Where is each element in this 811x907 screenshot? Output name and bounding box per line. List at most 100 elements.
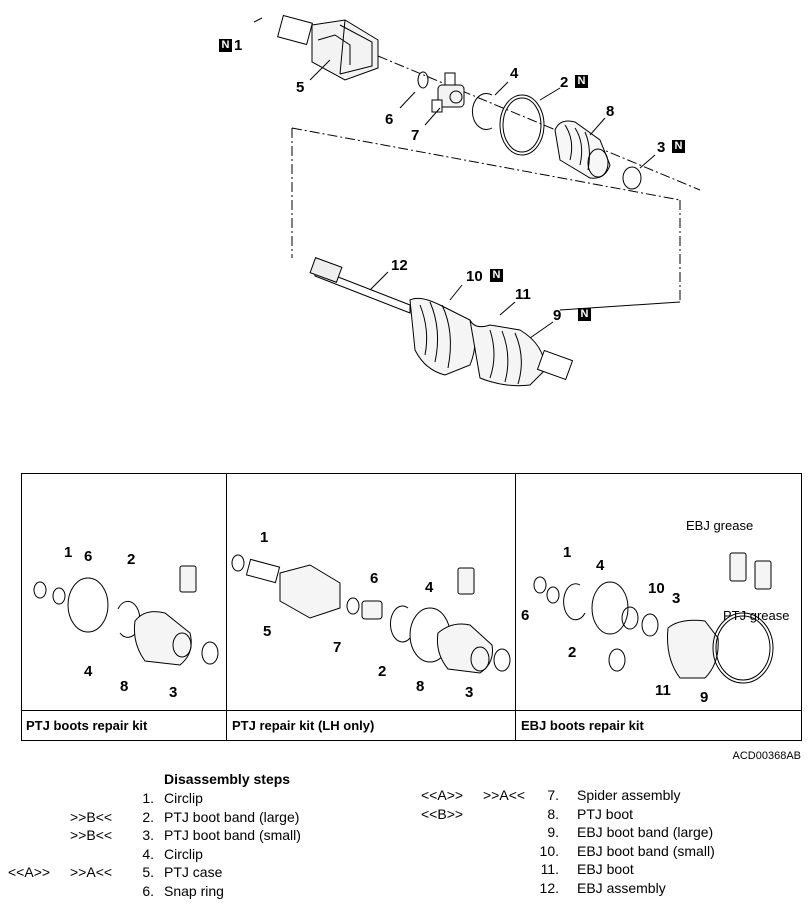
step-marker-1: <<A>>: [8, 864, 51, 880]
kit-parts-drawings: [33, 552, 774, 684]
step-number: 4.: [142, 845, 154, 862]
label-8: 8: [606, 103, 615, 120]
step-text: PTJ boot band (large): [164, 808, 300, 825]
new-part-mark: N: [575, 75, 588, 88]
label-6: 6: [385, 111, 394, 128]
step-number: 8.: [547, 805, 559, 822]
new-part-mark: N: [490, 269, 503, 282]
label-5: 5: [296, 79, 305, 96]
step-text: Spider assembly: [577, 787, 681, 803]
kit2-label-6: 6: [370, 570, 379, 587]
kit2-label-1: 1: [260, 529, 269, 546]
kit3-label-3: 3: [672, 590, 681, 607]
step-text: PTJ boot band (small): [164, 827, 301, 843]
repair-kit-table: [21, 473, 802, 741]
figure-code: ACD00368AB: [732, 750, 802, 762]
kit2-label-4: 4: [425, 579, 434, 596]
kit2-label-5: 5: [263, 623, 272, 640]
step-text: EBJ assembly: [577, 879, 666, 896]
new-part-mark: N: [578, 308, 591, 321]
step-row: 1. Circlip: [8, 790, 328, 806]
kit-label-ptj-repair: PTJ repair kit (LH only): [232, 718, 375, 733]
label-3: 3: [657, 139, 666, 156]
divider: [21, 710, 802, 711]
kit3-label-1: 1: [563, 544, 572, 561]
kit-label-ptj-boots: PTJ boots repair kit: [26, 718, 148, 733]
label-7: 7: [411, 127, 420, 144]
step-row: 9. EBJ boot band (large): [421, 824, 801, 840]
kit1-label-3: 3: [169, 684, 178, 701]
step-number: 5.: [142, 864, 154, 880]
step-text: PTJ boot: [577, 805, 634, 822]
step-row: <<A>> >>A<< 7. Spider assembly: [421, 787, 801, 803]
kit2-label-8: 8: [416, 678, 425, 695]
kit2-label-2: 2: [378, 663, 387, 680]
step-row: 12. EBJ assembly: [421, 880, 801, 896]
kit3-label-2: 2: [568, 644, 577, 661]
step-number: 1.: [142, 790, 154, 806]
label-9: 9: [553, 307, 562, 324]
band-large-drawing: [499, 94, 545, 156]
ebj-assembly-drawing: [309, 257, 574, 387]
kit3-label-10: 10: [648, 580, 665, 597]
label-11: 11: [515, 286, 531, 303]
step-number: 2.: [142, 808, 154, 825]
kit1-label-2: 2: [127, 551, 136, 568]
circlip-drawing: [471, 93, 493, 130]
ebj-grease-label: EBJ grease: [686, 518, 754, 533]
step-number: 7.: [547, 787, 559, 803]
step-row: <<B>> 8. PTJ boot: [421, 806, 801, 822]
divider: [515, 473, 516, 741]
snap-ring-drawing: [417, 71, 429, 89]
step-text: PTJ case: [164, 864, 223, 880]
step-row: >>B<< 3. PTJ boot band (small): [8, 827, 328, 843]
step-marker-2: >>A<<: [483, 787, 526, 803]
step-number: 3.: [142, 827, 154, 843]
kit3-label-4: 4: [596, 557, 605, 574]
kit3-label-11: 11: [655, 682, 671, 699]
step-row: 6. Snap ring: [8, 883, 328, 899]
label-10: 10: [466, 268, 483, 285]
step-marker-2: >>B<<: [70, 827, 113, 843]
kit1-label-8: 8: [120, 678, 129, 695]
step-number: 6.: [142, 882, 154, 899]
ptj-case-drawing: [277, 14, 379, 81]
kit2-label-7: 7: [333, 639, 342, 656]
ptj-boot-drawing: [554, 120, 611, 179]
kit3-label-6: 6: [521, 607, 530, 624]
ptj-grease-label: PTJ grease: [723, 608, 790, 623]
kit3-label-9: 9: [700, 689, 709, 706]
band-small-drawing: [622, 166, 642, 190]
kit1-label-1: 1: [64, 544, 73, 561]
step-marker-1: <<B>>: [421, 805, 464, 822]
kit-label-ebj-boots: EBJ boots repair kit: [521, 718, 644, 733]
step-row: 4.Circlip: [8, 846, 328, 862]
exploded-view-diagram: [253, 14, 701, 387]
step-text: Circlip: [164, 790, 203, 806]
step-number: 10.: [539, 842, 559, 859]
label-1: 1: [234, 37, 243, 54]
kit1-label-4: 4: [84, 663, 93, 680]
step-number: 9.: [547, 824, 559, 840]
label-12: 12: [391, 257, 408, 274]
step-row: 10. EBJ boot band (small): [421, 843, 801, 859]
spider-drawing: [431, 72, 465, 113]
kit1-label-6: 6: [84, 548, 93, 565]
step-text: EBJ boot band (large): [577, 824, 714, 840]
divider: [226, 473, 227, 741]
label-2: 2: [560, 74, 569, 91]
step-text: EBJ boot band (small): [577, 842, 715, 859]
step-number: 12.: [539, 879, 559, 896]
step-marker-1: <<A>>: [421, 787, 464, 803]
new-part-mark: N: [672, 140, 685, 153]
label-4: 4: [510, 65, 519, 82]
kit2-label-3: 3: [465, 684, 474, 701]
step-number: 11.: [540, 861, 559, 877]
step-marker-2: >>A<<: [70, 864, 113, 880]
step-row: 11. EBJ boot: [421, 861, 801, 877]
step-marker-2: >>B<<: [70, 808, 113, 825]
new-part-mark: N: [219, 39, 232, 52]
step-text: EBJ boot: [577, 861, 634, 877]
step-text: Snap ring: [164, 882, 224, 899]
step-row: <<A>> >>A<< 5. PTJ case: [8, 864, 328, 880]
